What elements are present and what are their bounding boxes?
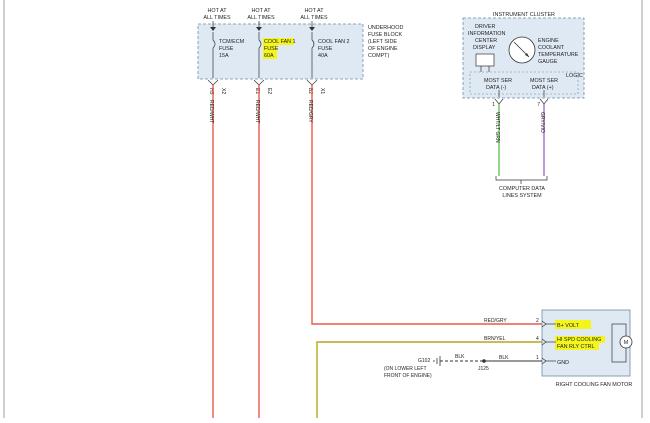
wire-label-1: RED/WHT [208, 100, 214, 123]
instrument-cluster: INSTRUMENT CLUSTER DRIVER INFORMATION CE… [462, 12, 585, 108]
fuse-block-title-2: FUSE BLOCK [368, 32, 403, 38]
fuse-block-title-4: OF ENGINE [368, 46, 398, 52]
gnd-label: GND [557, 360, 569, 366]
fuse-symbol-3 [311, 32, 315, 78]
highlight-relay-ctrl-1 [555, 336, 605, 343]
highlight-fuse-2-type [263, 45, 277, 52]
motor-pin-1: 1 [536, 355, 539, 361]
fuse-1-rating: 15A [219, 53, 229, 59]
splice-label: J125 [478, 366, 489, 372]
ground-location-2: FRONT OF ENGINE) [384, 373, 432, 379]
data-minus-label-1: MOST SER [484, 78, 512, 84]
cluster-tab-minus [494, 98, 504, 105]
motor-pin-2: 2 [536, 318, 539, 324]
pin-prefix-3: B2 [307, 88, 313, 94]
wire-cool-fan-2 [311, 85, 542, 325]
highlight-fuse-2-name [263, 38, 294, 45]
cluster-title: INSTRUMENT CLUSTER [493, 12, 555, 18]
fuse-3-type: FUSE [318, 46, 333, 52]
ground-wire-label: BLK [455, 354, 465, 360]
fuse-1-type: FUSE [219, 46, 234, 52]
bus-bracket [495, 176, 548, 181]
logic-label: LOGIC [566, 73, 583, 79]
fuse-3-name: COOL FAN 2 [318, 39, 350, 45]
dic-label-1: DRIVER [475, 24, 495, 30]
wire-blk-label: BLK [499, 355, 509, 361]
supply-arrow-2 [256, 27, 262, 31]
splice-j125 [482, 359, 486, 363]
data-plus-label-2: DATA (+) [532, 85, 554, 91]
connector-tab-2 [253, 79, 265, 86]
fuse-symbol-2 [258, 32, 262, 78]
motor-symbol-label: M [624, 340, 629, 346]
connector-tab-3 [306, 79, 318, 86]
cluster-pin-minus: 1 [492, 102, 495, 108]
bus-label-2: LINES SYSTEM [502, 193, 542, 199]
fuse-symbol-1 [212, 32, 216, 78]
hot-label-3b: ALL TIMES [300, 15, 328, 21]
pin-id-2: E2 [266, 88, 272, 94]
fuse-block-box [197, 23, 364, 80]
dic-label-3: CENTER [475, 38, 497, 44]
wire-data-plus-label: GRY/VIO [539, 112, 545, 133]
cluster-tab-plus [539, 98, 549, 105]
fuse-2-type: FUSE [264, 46, 279, 52]
hot-label-2a: HOT AT [252, 8, 272, 14]
pin-id-3: X1 [319, 88, 325, 94]
pin-id-1: X2 [220, 88, 226, 94]
data-minus-label-2: DATA (-) [486, 85, 506, 91]
b-volt-label: B+ VOLT [557, 323, 580, 329]
relay-ctrl-label-2: FAN RLY CTRL [557, 344, 595, 350]
gauge-label-2: COOLANT [538, 45, 565, 51]
hot-label-1b: ALL TIMES [203, 15, 231, 21]
fuse-3-rating: 40A [318, 53, 328, 59]
dic-label-2: INFORMATION [468, 31, 505, 37]
logic-box [469, 71, 579, 95]
fuse-2-rating: 60A [264, 53, 274, 59]
fuse-1-name: TCM/ECM [219, 39, 245, 45]
wire-data-minus-label: WHT/LT GRN [494, 112, 500, 143]
ground-id: G102 [418, 358, 430, 364]
underhood-fuse-block: HOT AT ALL TIMES HOT AT ALL TIMES HOT AT… [197, 8, 403, 95]
motor-symbol-icon [619, 335, 633, 349]
supply-arrow-1 [210, 27, 216, 31]
hot-label-1a: HOT AT [208, 8, 228, 14]
fuse-block-title-5: COMPT) [368, 53, 389, 59]
gauge-label-1: ENGINE [538, 38, 559, 44]
motor-pin-4: 4 [536, 336, 539, 342]
cluster-pin-plus: 7 [537, 102, 540, 108]
supply-arrow-3 [309, 27, 315, 31]
fuse-2-name: COOL FAN 1 [264, 39, 296, 45]
gauge-label-3: TEMPERATURE [538, 52, 579, 58]
fuse-block-title-1: UNDERHOOD [368, 25, 403, 31]
dic-display-box [475, 53, 495, 67]
gauge-label-4: GAUGE [538, 59, 558, 65]
dic-label-4: DISPLAY [473, 45, 496, 51]
highlight-relay-ctrl-2 [555, 343, 599, 350]
fuse-block-title-3: (LEFT SIDE [368, 39, 397, 45]
wire-brn-yel [316, 341, 542, 418]
highlight-fuse-2-rating [263, 52, 277, 59]
wire-brn-yel-label: BRN/YEL [484, 336, 506, 342]
wire-label-3: RED/GRY [307, 100, 313, 123]
wire-label-2: RED/WHT [254, 100, 260, 123]
bus-label-1: COMPUTER DATA [499, 186, 545, 192]
pin-prefix-1: H5 [208, 88, 214, 95]
connector-tab-1 [207, 79, 219, 86]
motor-title: RIGHT COOLING FAN MOTOR [556, 382, 633, 388]
right-cooling-fan-motor: B+ VOLT HI SPD COOLING FAN RLY CTRL GND … [541, 309, 633, 388]
highlight-b-volt [555, 320, 591, 329]
hot-label-2b: ALL TIMES [247, 15, 275, 21]
ground-location-1: (ON LOWER LEFT [384, 366, 427, 372]
data-plus-label-1: MOST SER [530, 78, 558, 84]
hot-label-3a: HOT AT [305, 8, 325, 14]
relay-ctrl-label-1: HI SPD COOLING [557, 337, 601, 343]
ground-icon [433, 356, 441, 366]
pin-prefix-2: E1 [254, 88, 260, 94]
wire-red-gry-label: RED/GRY [484, 318, 507, 324]
